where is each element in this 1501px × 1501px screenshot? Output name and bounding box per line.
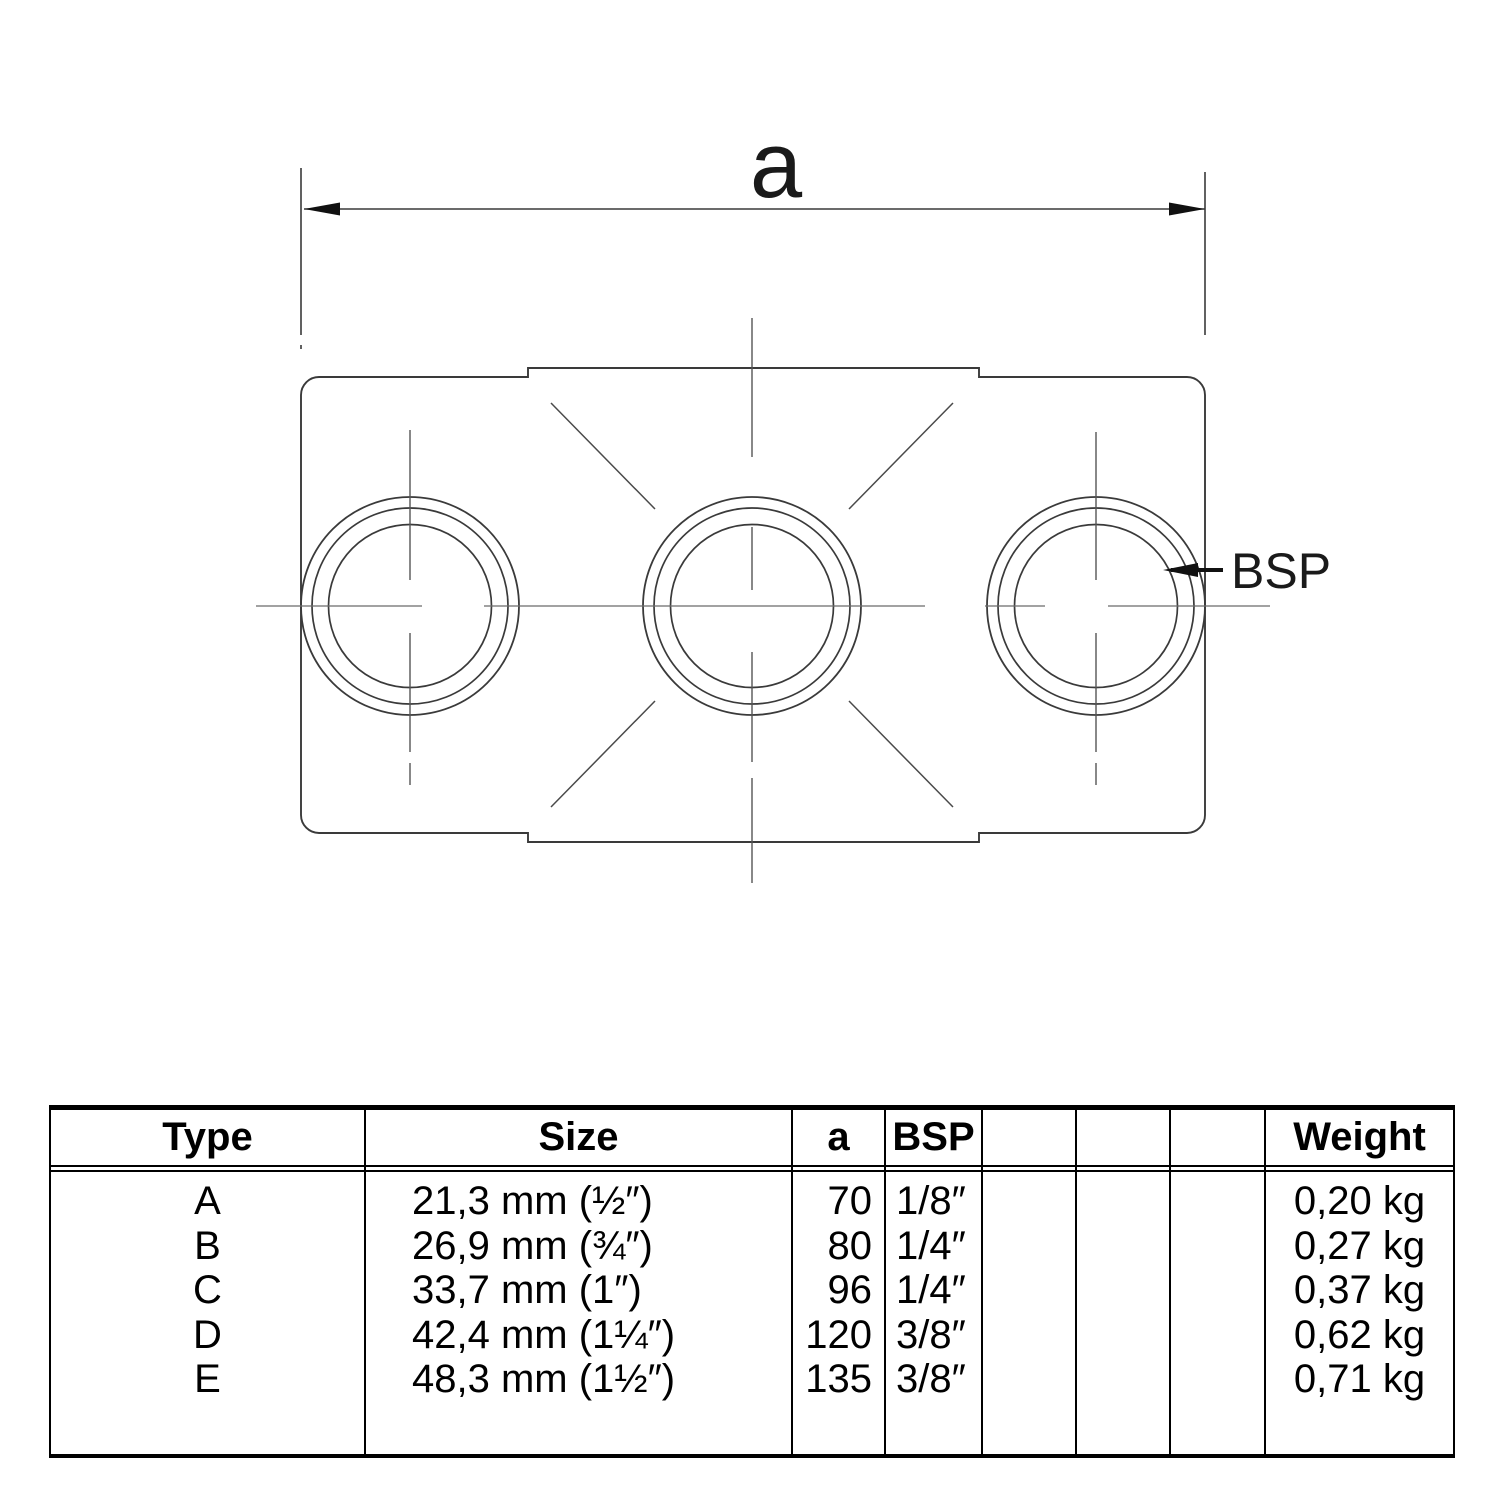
cell-type-row-a: A [194,1179,221,1223]
cell-bsp-row-c: 1/4″ [896,1268,966,1313]
dimension-arrowhead-left [304,202,340,216]
column-bsp: BSP 1/8″ 1/4″ 1/4″ 3/8″ 3/8″ [886,1110,983,1454]
column-empty-1 [983,1110,1077,1454]
spec-table: Type A B C D E Size 21,3 mm (½″) 26,9 mm… [49,1105,1455,1458]
cell-weight-row-d: 0,62 kg [1293,1312,1426,1357]
column-a-cells: 70 80 96 120 135 [793,1172,884,1402]
bsp-label: BSP [1231,543,1331,599]
cell-a-row-a: 70 [827,1179,873,1223]
column-a: a 70 80 96 120 135 [793,1110,886,1454]
bsp-arrowhead [1163,563,1198,577]
cell-bsp-row-e: 3/8″ [896,1357,966,1402]
cell-bsp-row-b: 1/4″ [896,1223,966,1268]
cell-type-row-d: D [193,1312,222,1357]
column-empty-2 [1077,1110,1171,1454]
dimension-arrowhead-right [1169,202,1205,216]
column-type: Type A B C D E [51,1110,366,1454]
cell-type-row-c: C [193,1268,222,1313]
cell-a-row-c: 96 [827,1268,873,1313]
column-weight: Weight 0,20 kg 0,27 kg 0,37 kg 0,62 kg 0… [1266,1110,1453,1454]
column-empty-3 [1171,1110,1266,1454]
header-cell-empty-3 [1171,1110,1264,1172]
cell-weight-row-c: 0,37 kg [1293,1268,1426,1313]
header-cell-empty-2 [1077,1110,1169,1172]
header-cell-empty-1 [983,1110,1075,1172]
cell-size-row-d: 42,4 mm (1¼″) [412,1312,676,1357]
cell-type-row-e: E [194,1357,221,1402]
cell-bsp-row-a: 1/8″ [896,1179,966,1223]
cell-bsp-row-d: 3/8″ [896,1312,966,1357]
column-size: Size 21,3 mm (½″) 26,9 mm (¾″) 33,7 mm (… [366,1110,793,1454]
column-bsp-cells: 1/8″ 1/4″ 1/4″ 3/8″ 3/8″ [886,1172,981,1402]
header-cell-weight: Weight [1266,1110,1453,1172]
header-cell-type: Type [51,1110,364,1172]
header-cell-size: Size [366,1110,791,1172]
cell-a-row-b: 80 [827,1223,873,1268]
column-size-cells: 21,3 mm (½″) 26,9 mm (¾″) 33,7 mm (1″) 4… [366,1172,791,1402]
header-cell-bsp: BSP [886,1110,981,1172]
cell-weight-row-b: 0,27 kg [1293,1223,1426,1268]
cell-size-row-e: 48,3 mm (1½″) [412,1357,676,1402]
column-weight-cells: 0,20 kg 0,27 kg 0,37 kg 0,62 kg 0,71 kg [1266,1172,1453,1402]
corner-diagonal-lines [550,402,954,808]
cell-size-row-b: 26,9 mm (¾″) [412,1223,653,1268]
cell-type-row-b: B [194,1223,221,1268]
cell-a-row-e: 135 [805,1357,872,1402]
cell-size-row-a: 21,3 mm (½″) [412,1179,653,1223]
cell-weight-row-a: 0,20 kg [1293,1179,1426,1223]
dimension-a-label: a [750,112,803,217]
cell-a-row-d: 120 [805,1312,872,1357]
cell-weight-row-e: 0,71 kg [1293,1357,1426,1402]
cell-size-row-c: 33,7 mm (1″) [412,1268,642,1313]
header-cell-a: a [793,1110,884,1172]
fitting-body-outline [300,367,1206,843]
technical-drawing: a BSP [256,112,1331,883]
column-type-cells: A B C D E [51,1172,364,1402]
